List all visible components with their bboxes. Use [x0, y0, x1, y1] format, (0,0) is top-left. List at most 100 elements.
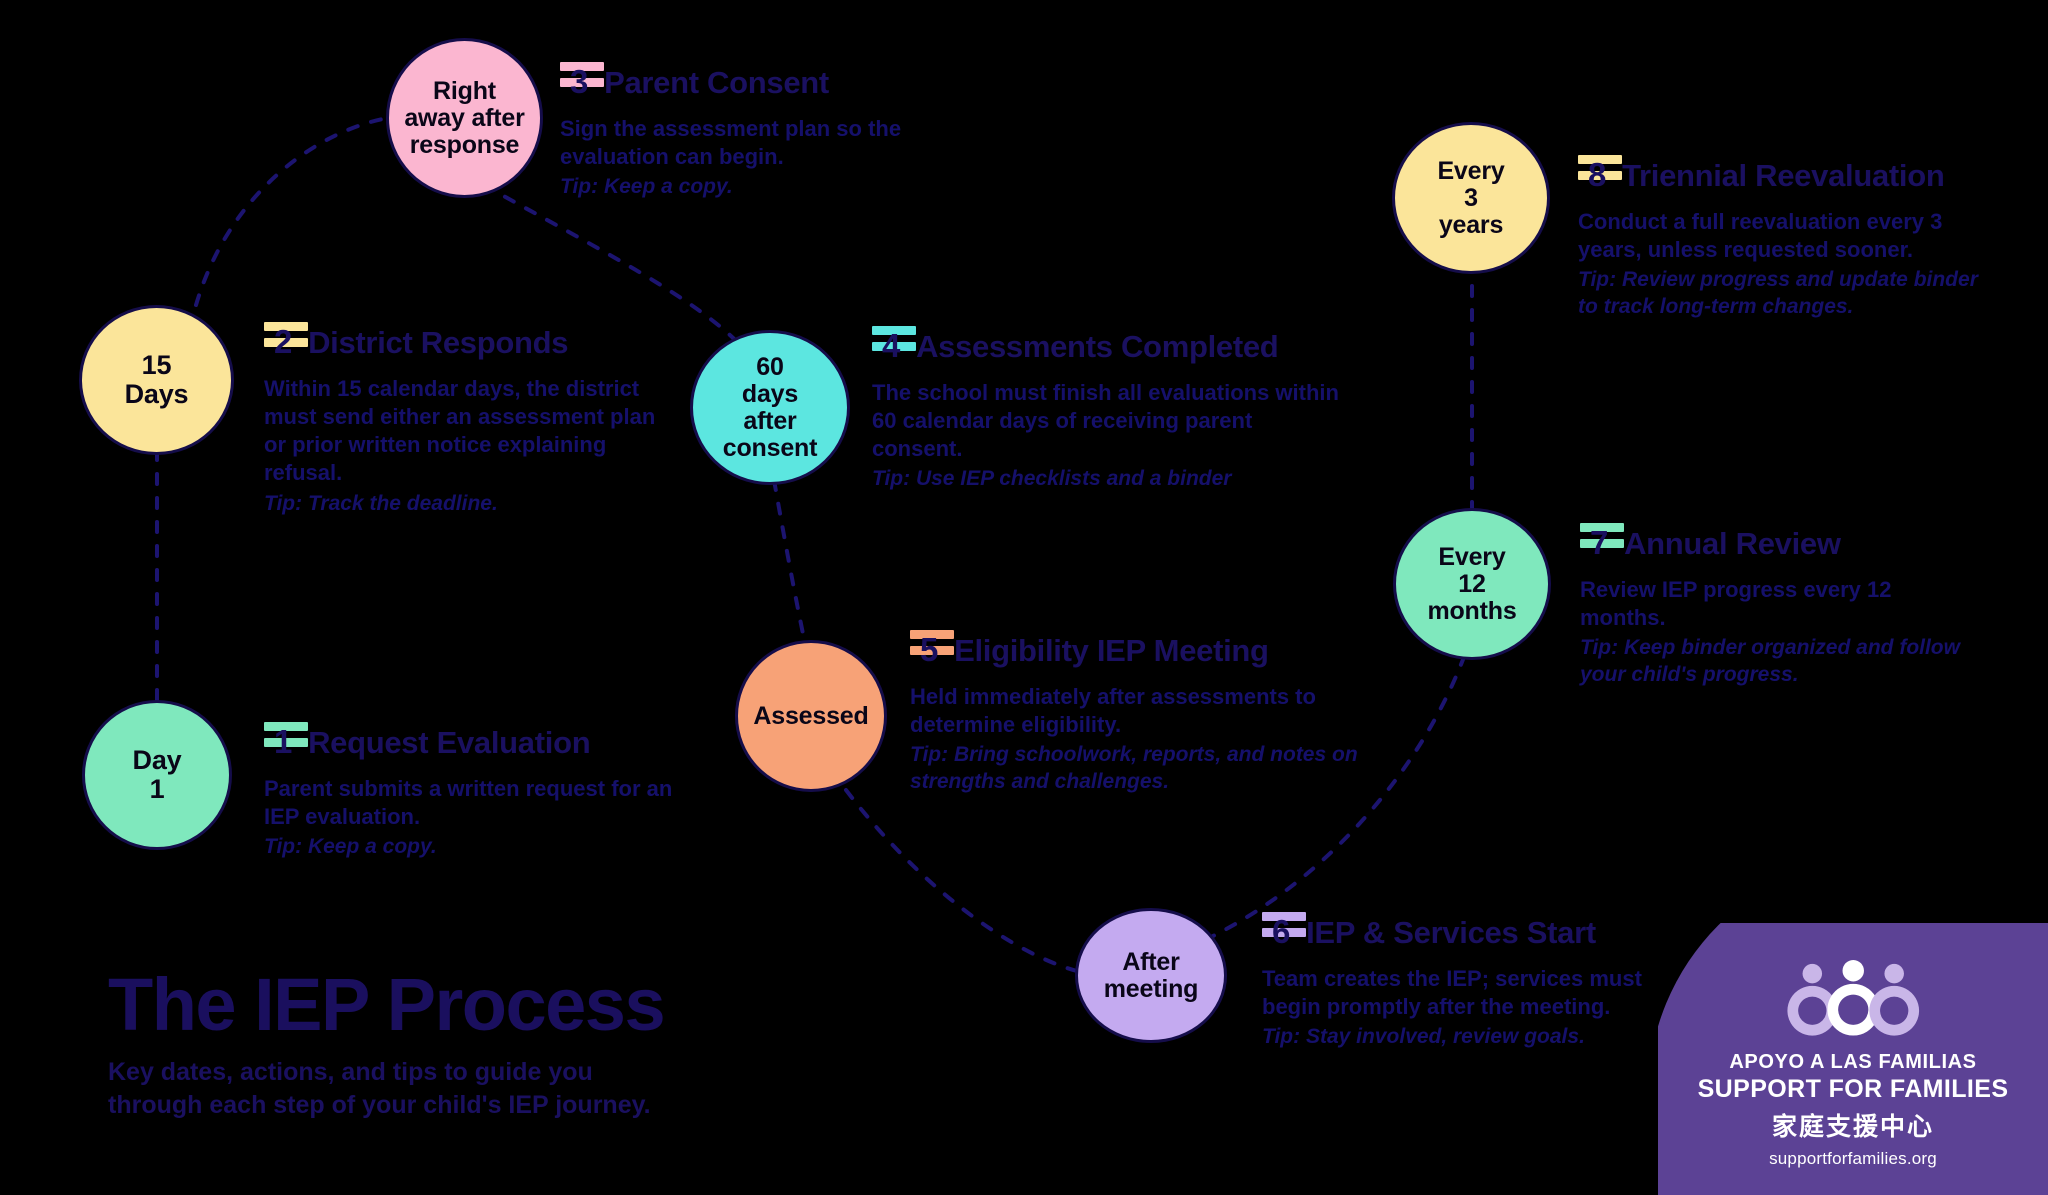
three-people-icon	[1787, 960, 1919, 1036]
logo-website[interactable]: supportforfamilies.org	[1769, 1149, 1937, 1168]
step-6-body: Team creates the IEP; services must begi…	[1262, 966, 1642, 1020]
step-5-number: 5	[920, 631, 939, 668]
step-1-rule-top	[264, 722, 308, 731]
step-2-title: District Responds	[308, 325, 569, 360]
step-8-tip-label: Tip:	[1578, 268, 1617, 292]
step-6: 6 IEP & Services Start Team creates the …	[1262, 912, 1642, 1051]
step-3-rule-bottom	[560, 78, 604, 87]
step-8-tip: Tip: Review progress and update binder t…	[1578, 267, 1998, 321]
connector-60days-to-assessed	[772, 478, 808, 650]
step-8-rule-bottom	[1578, 171, 1622, 180]
step-1-number: 1	[274, 723, 293, 760]
step-5-tip-text: Bring schoolwork, reports, and notes on …	[910, 743, 1358, 794]
step-6-title: IEP & Services Start	[1306, 915, 1596, 950]
title-block: The IEP Process Key dates, actions, and …	[108, 963, 666, 1122]
step-7-tip: Tip: Keep binder organized and follow yo…	[1580, 635, 1960, 689]
step-5-tip-label: Tip:	[910, 743, 949, 767]
page-subtitle-line-2: through each step of your child's IEP jo…	[108, 1091, 651, 1119]
step-3-rule-top	[560, 62, 604, 71]
organization-logo: APOYO A LAS FAMILIAS SUPPORT FOR FAMILIE…	[1658, 923, 2048, 1195]
step-2-tip-text: Track the deadline.	[307, 491, 498, 515]
step-1: 1 Request Evaluation Parent submits a wr…	[264, 722, 684, 861]
step-3-title: Parent Consent	[604, 65, 829, 100]
step-1-rule-bottom	[264, 738, 308, 747]
step-4-body: The school must finish all evaluations w…	[872, 380, 1339, 462]
step-8-tip-text: Review progress and update binder to tra…	[1578, 268, 1978, 319]
step-5-rule-top	[910, 630, 954, 639]
logo-line-spanish: APOYO A LAS FAMILIAS	[1729, 1051, 1977, 1073]
step-4-rule-bottom	[872, 342, 916, 351]
step-1-tip: Tip: Keep a copy.	[264, 834, 684, 861]
step-2: 2 District Responds Within 15 calendar d…	[264, 322, 664, 518]
step-2-tip: Tip: Track the deadline.	[264, 491, 664, 518]
step-6-heading: 6 IEP & Services Start	[1272, 913, 1642, 951]
step-4-tip: Tip: Use IEP checklists and a binder	[872, 466, 1342, 493]
page-subtitle-line-1: Key dates, actions, and tips to guide yo…	[108, 1058, 593, 1086]
step-8-number: 8	[1588, 156, 1607, 193]
step-4: 4 Assessments Completed The school must …	[872, 326, 1342, 493]
connector-assessed-to-aftermeeting	[844, 788, 1097, 977]
step-1-heading: 1 Request Evaluation	[274, 723, 684, 761]
step-7-heading: 7 Annual Review	[1590, 524, 1960, 562]
step-7-title: Annual Review	[1624, 526, 1841, 561]
step-1-body: Parent submits a written request for an …	[264, 776, 673, 830]
step-5-heading: 5 Eligibility IEP Meeting	[920, 631, 1390, 669]
step-3-tip-label: Tip:	[560, 175, 599, 199]
step-6-tip-label: Tip:	[1262, 1025, 1301, 1049]
step-2-rule-bottom	[264, 338, 308, 347]
step-2-body: Within 15 calendar days, the district mu…	[264, 376, 656, 486]
step-7-rule-bottom	[1580, 539, 1624, 548]
logo-content: APOYO A LAS FAMILIAS SUPPORT FOR FAMILIE…	[1658, 960, 2048, 1169]
step-1-tip-label: Tip:	[264, 835, 303, 859]
step-1-title: Request Evaluation	[308, 725, 591, 760]
step-5-title: Eligibility IEP Meeting	[954, 633, 1269, 668]
step-7-tip-label: Tip:	[1580, 636, 1619, 660]
step-8: 8 Triennial Reevaluation Conduct a full …	[1578, 155, 1998, 321]
step-4-heading: 4 Assessments Completed	[882, 327, 1342, 365]
step-7-rule-top	[1580, 523, 1624, 532]
step-4-tip-label: Tip:	[872, 467, 911, 491]
step-3-tip: Tip: Keep a copy.	[560, 174, 940, 201]
node-assessed-label: Assessed	[753, 701, 869, 730]
step-7: 7 Annual Review Review IEP progress ever…	[1580, 523, 1960, 689]
step-5-tip: Tip: Bring schoolwork, reports, and note…	[910, 742, 1390, 796]
step-2-rule-top	[264, 322, 308, 331]
step-6-rule-bottom	[1262, 928, 1306, 937]
step-1-tip-text: Keep a copy.	[307, 835, 437, 859]
step-7-body: Review IEP progress every 12 months.	[1580, 577, 1892, 631]
step-6-rule-top	[1262, 912, 1306, 921]
step-3-heading: 3 Parent Consent	[570, 63, 940, 101]
step-3-tip-text: Keep a copy.	[603, 175, 733, 199]
logo-line-english: SUPPORT FOR FAMILIES	[1697, 1075, 2009, 1103]
step-3: 3 Parent Consent Sign the assessment pla…	[560, 62, 940, 201]
page-subtitle: Key dates, actions, and tips to guide yo…	[108, 1056, 664, 1122]
step-5-body: Held immediately after assessments to de…	[910, 684, 1316, 738]
step-4-number: 4	[882, 327, 901, 364]
step-3-body: Sign the assessment plan so the evaluati…	[560, 116, 902, 170]
step-4-tip-text: Use IEP checklists and a binder	[915, 467, 1232, 491]
logo-line-chinese: 家庭支援中心	[1771, 1113, 1934, 1141]
step-8-body: Conduct a full reevaluation every 3 year…	[1578, 209, 1943, 263]
step-6-tip: Tip: Stay involved, review goals.	[1262, 1024, 1642, 1051]
page-title: The IEP Process	[108, 963, 666, 1046]
step-8-heading: 8 Triennial Reevaluation	[1588, 156, 1998, 194]
step-2-tip-label: Tip:	[264, 491, 303, 515]
step-5-rule-bottom	[910, 646, 954, 655]
step-7-number: 7	[1590, 524, 1609, 561]
node-assessed: Assessed	[735, 640, 887, 792]
step-2-number: 2	[274, 323, 293, 360]
step-5: 5 Eligibility IEP Meeting Held immediate…	[910, 630, 1390, 796]
